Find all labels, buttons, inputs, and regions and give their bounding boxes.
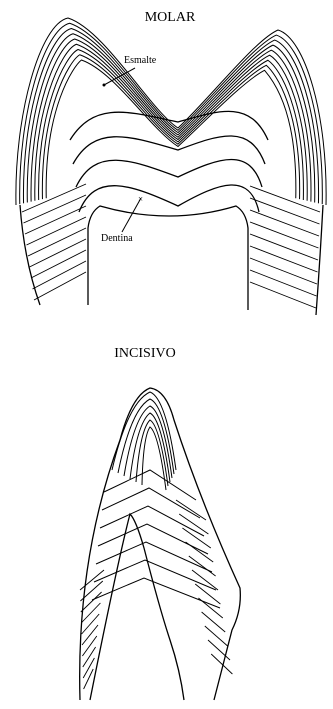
incisor-hatch-line-left [82,614,100,634]
incisor-dentin-chevron [104,470,196,500]
molar-hatch-line-left [25,206,86,234]
molar-hatch-line-left [27,217,87,245]
dentin-label: Dentina [101,233,133,244]
incisor-dentin-chevron [96,542,212,572]
incisor-hatch-line-left [80,581,102,601]
molar-hatch-line-right [250,258,317,284]
incisor-hatch-line-right [192,570,218,590]
molar-hatch-line-left [30,239,87,267]
incisor-dentin-lines [92,470,220,608]
incisor-hatch-line-left [81,603,100,623]
molar-dentin-line [76,160,262,188]
molar-enamel-lines [16,18,326,205]
incisor-hatch-line-left [82,636,96,656]
molar-enamel-line [20,23,323,204]
incisor-hatch-line-right [176,500,206,520]
molar-hatch-line-right [250,186,320,212]
molar-hatch-line-left [33,261,87,289]
enamel-pointer-dot [103,84,106,87]
incisor-hatch-line-right [182,528,210,548]
molar-hatch-line-right [250,222,319,248]
enamel-label: Esmalte [124,55,157,66]
incisor-outline [80,388,241,700]
incisor-hatch-line-right [186,542,214,562]
molar-hatch-line-right [250,246,318,272]
incisor-hatch-line-left [84,669,94,689]
molar-hatch-line-right [250,234,318,260]
molar-enamel-line [23,29,318,204]
incisor-hatch-line-right [189,556,216,576]
incisor-dentin-chevron [98,524,208,554]
incisor-hatch-line-right [202,612,226,632]
incisor-pulp-outline [90,514,184,700]
molar-hatch-line-left [22,184,86,212]
incisor-hatch-line-left [83,658,94,678]
molar-diagram: MOLAR Esmalte Dentina × [16,10,326,315]
incisor-title: INCISIVO [114,346,175,361]
incisor-hatch-line-left [82,625,98,645]
molar-hatch-line-right [250,210,319,236]
molar-hatch-line-left [31,250,86,278]
incisor-enamel-lines [112,392,176,490]
incisor-hatch-line-left [80,570,104,590]
molar-hatch-line-left [28,228,86,256]
molar-hatch-line-left [24,195,87,223]
molar-enamel-line [16,18,326,205]
molar-hatch-line-left [34,272,86,300]
incisor-enamel-line [142,427,166,490]
molar-hatch-line-right [250,270,317,296]
incisor-dentin-chevron [100,506,204,536]
molar-dentin-lines [70,111,268,212]
incisor-diagram: INCISIVO [80,346,241,700]
molar-pulp-outline [88,206,248,310]
dentin-pointer-mark: × [138,194,143,204]
incisor-hatch-line-left [83,647,96,667]
incisor-hatch-line-right [205,626,228,646]
molar-hatch-line-right [250,198,320,224]
molar-enamel-line [27,34,315,203]
molar-title: MOLAR [145,10,196,25]
molar-hatch-line-right [250,282,316,308]
